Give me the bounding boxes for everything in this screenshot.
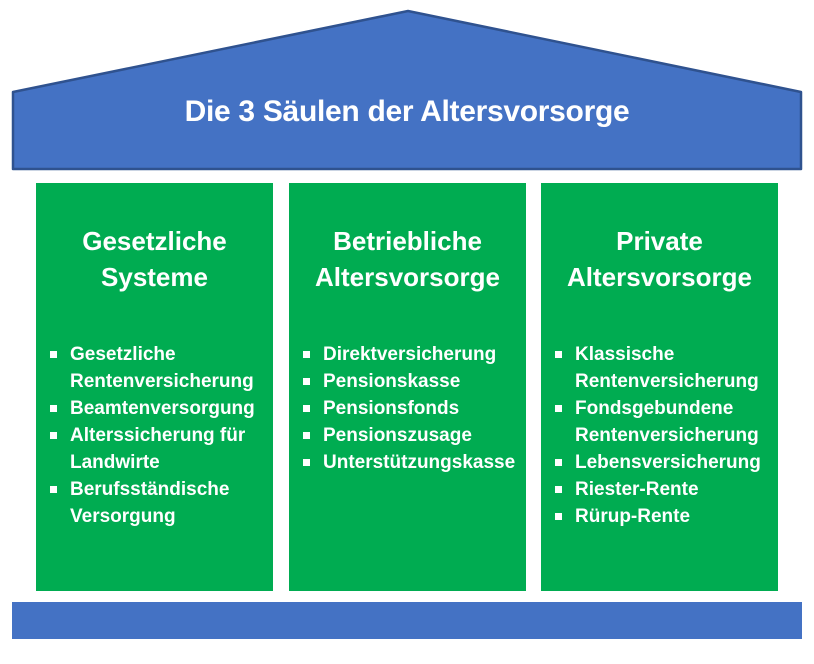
list-item: Alterssicherung für Landwirte	[50, 422, 269, 476]
list-item: Klassische Rentenversicherung	[555, 341, 774, 395]
pillar-heading: Gesetzliche Systeme	[82, 226, 227, 292]
pillar-gesetzliche-systeme: Gesetzliche Systeme Gesetzliche Rentenve…	[36, 183, 273, 591]
list-item: Unterstützungskasse	[303, 449, 522, 476]
list-item: Beamtenversorgung	[50, 395, 269, 422]
list-item: Pensionsfonds	[303, 395, 522, 422]
pillar-betriebliche-altersvorsorge: Betriebliche Altersvorsorge Direktversic…	[289, 183, 526, 591]
base-bar	[12, 602, 802, 639]
list-item: Rürup-Rente	[555, 503, 774, 530]
list-item: Fondsgebundene Rentenversicherung	[555, 395, 774, 449]
list-item: Gesetzliche Rentenversicherung	[50, 341, 269, 395]
diagram-title: Die 3 Säulen der Altersvorsorge	[184, 95, 630, 128]
pillar-heading: Private Altersvorsorge	[567, 226, 752, 292]
list-item: Berufsständische Versorgung	[50, 476, 269, 530]
list-item: Riester-Rente	[555, 476, 774, 503]
list-item: Lebensversicherung	[555, 449, 774, 476]
pillar-heading: Betriebliche Altersvorsorge	[315, 226, 500, 292]
pillar-private-altersvorsorge: Private Altersvorsorge Klassische Renten…	[541, 183, 778, 591]
roof-pentagon-icon	[11, 9, 803, 171]
list-item: Direktversicherung	[303, 341, 522, 368]
list-item: Pensionszusage	[303, 422, 522, 449]
list-item: Pensionskasse	[303, 368, 522, 395]
roof-shape	[11, 9, 803, 171]
